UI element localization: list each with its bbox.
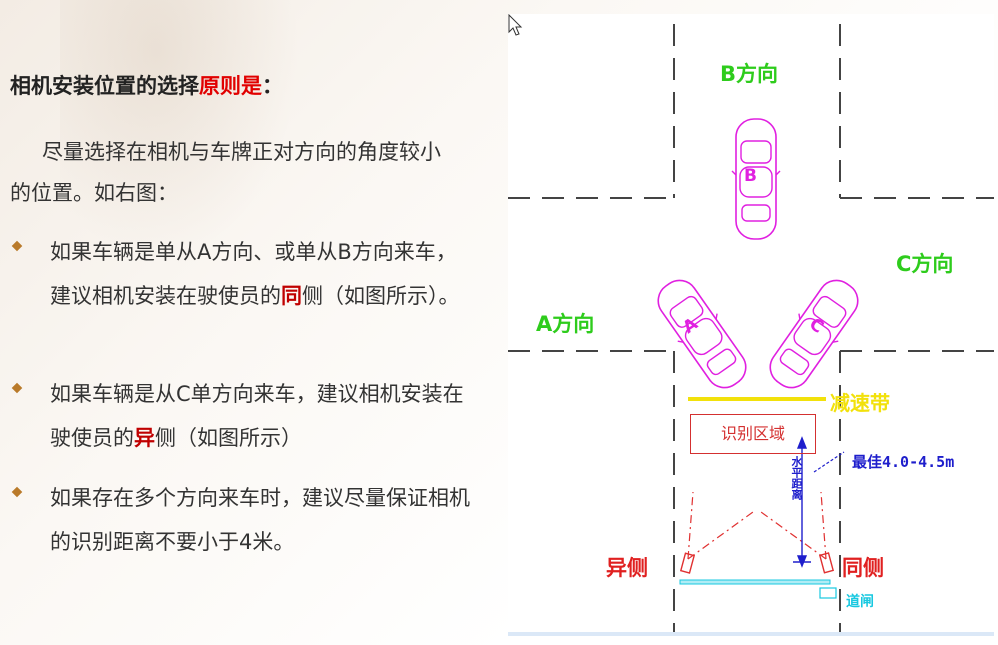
diamond-bullet-icon [11,240,23,252]
intersection-diagram: B方向 C方向 A方向 B A C 减速带 识别区域 最佳4.0-4.5m 水平… [508,14,994,636]
bullet-item-2: 如果车辆是从C单方向来车，建议相机安装在驶使员的异侧（如图所示） [10,372,480,460]
recognition-zone-label: 识别区域 [690,414,816,454]
slide-heading: 相机安装位置的选择原则是： [10,70,283,100]
bullet-text: 如果车辆是从C单方向来车，建议相机安装在驶使员的异侧（如图所示） [50,382,464,450]
same-side-label: 同侧 [842,556,884,580]
distance-dimension [793,436,845,568]
diamond-bullet-icon [11,382,23,394]
opposite-side-label: 异侧 [606,556,648,580]
heading-emphasis: 原则是 [199,74,262,98]
barrier-label: 道闸 [846,594,874,610]
heading-colon: ： [262,74,283,98]
road-layout [508,24,994,636]
direction-c-label: C方向 [896,252,954,276]
direction-b-label: B方向 [720,62,779,86]
direction-a-label: A方向 [536,312,595,336]
speed-bump-label: 减速带 [830,391,890,415]
bullet-emphasis: 同 [281,284,302,308]
mouse-pointer-icon [508,14,523,36]
camera-right-icon [818,552,835,574]
bullet-text: 如果车辆是单从A方向、或单从B方向来车，建议相机安装在驶使员的同侧（如图所示）。 [50,240,460,308]
bullet-item-1: 如果车辆是单从A方向、或单从B方向来车，建议相机安装在驶使员的同侧（如图所示）。 [10,230,480,318]
best-distance-label: 最佳4.0-4.5m [852,453,955,471]
car-a-icon [647,270,757,398]
horizontal-distance-label: 水平距离 [790,456,803,500]
barrier-box-icon [819,587,837,599]
car-b-label: B [744,166,757,186]
bullet-item-3: 如果存在多个方向来车时，建议尽量保证相机的识别距离不要小于4米。 [10,476,480,564]
background-decoration [60,0,300,260]
camera-left-icon [679,552,696,574]
diamond-bullet-icon [11,486,23,498]
bullet-emphasis: 异 [134,426,155,450]
barrier-arm [679,579,831,585]
heading-text: 相机安装位置的选择 [10,74,199,98]
bullet-text: 如果存在多个方向来车时，建议尽量保证相机的识别距离不要小于4米。 [50,486,470,554]
text-panel: 相机安装位置的选择原则是： 尽量选择在相机与车牌正对方向的角度较小的位置。如右图… [10,0,480,564]
intro-paragraph: 尽量选择在相机与车牌正对方向的角度较小的位置。如右图： [10,140,441,205]
